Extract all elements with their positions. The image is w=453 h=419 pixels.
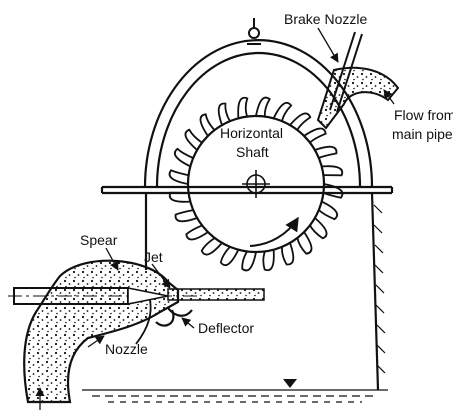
runner-bucket — [170, 170, 189, 184]
runner-bucket — [263, 250, 274, 271]
label-horizontal: Horizontal — [220, 125, 283, 141]
runner-bucket — [242, 251, 256, 270]
label-flow-from-2: main pipe — [392, 126, 453, 142]
label-flow-from-1: Flow from — [394, 107, 453, 123]
label-deflector: Deflector — [198, 320, 254, 336]
runner-bucket — [238, 98, 247, 119]
label-nozzle: Nozzle — [105, 341, 148, 357]
nozzle-body — [24, 261, 178, 402]
runner-bucket — [256, 98, 270, 117]
label-spear: Spear — [80, 232, 118, 248]
water-jet — [168, 289, 264, 300]
tail-race — [82, 379, 388, 402]
runner-bucket — [322, 166, 343, 175]
label-jet: Jet — [144, 249, 163, 265]
label-shaft: Shaft — [236, 144, 269, 160]
label-brake-nozzle: Brake Nozzle — [284, 11, 367, 27]
